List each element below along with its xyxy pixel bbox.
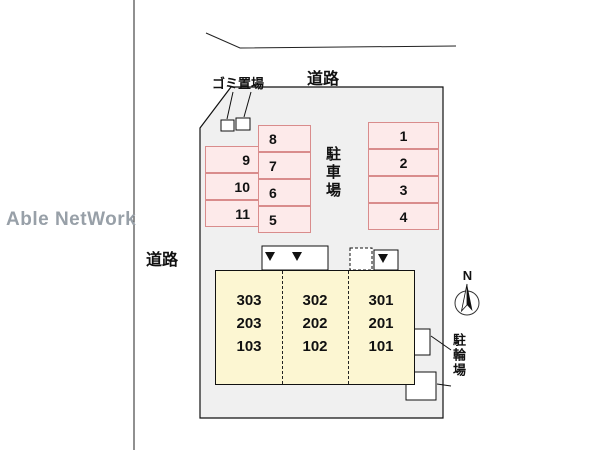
parking-spot-11: 11 [205, 200, 259, 227]
entrance-dashed-box [349, 247, 373, 271]
room-number: 303 [236, 292, 262, 309]
room-number: 201 [368, 315, 394, 332]
parking-lot-label: 駐車場 [324, 146, 341, 200]
room-number: 203 [236, 315, 262, 332]
north-label: N [462, 268, 473, 283]
road-label-top: 道路 [307, 71, 340, 88]
unit-divider-1 [282, 271, 283, 384]
top-road-line [205, 32, 457, 49]
bicycle-parking-label: 駐輪場 [451, 333, 466, 378]
compass-needle-dark [467, 284, 473, 311]
bicycle-pointer-line-1 [430, 335, 452, 351]
parking-spot-2: 2 [368, 149, 439, 176]
room-number: 101 [368, 338, 394, 355]
building-unit-2: 302 202 102 [282, 293, 348, 355]
garbage-area-label: ゴミ置場 [212, 76, 265, 91]
parking-spot-5: 5 [258, 206, 311, 233]
entrance-porch [261, 245, 329, 271]
room-number: 301 [368, 292, 394, 309]
entrance-arrow-1 [265, 252, 275, 261]
garbage-pointer-line-2 [243, 91, 252, 118]
building: 303 203 103 302 202 102 301 201 101 [215, 270, 415, 385]
garbage-pointer-line-1 [226, 91, 234, 120]
bicycle-pointer-line-2 [436, 383, 452, 387]
parking-spot-6: 6 [258, 179, 311, 206]
parking-spot-4: 4 [368, 203, 439, 230]
unit-divider-2 [348, 271, 349, 384]
parking-spot-7: 7 [258, 152, 311, 179]
watermark: Able NetWork [6, 209, 137, 230]
parking-spot-8: 8 [258, 125, 311, 152]
parking-spot-1: 1 [368, 122, 439, 149]
parking-spot-3: 3 [368, 176, 439, 203]
room-number: 202 [302, 315, 328, 332]
garbage-box-1 [220, 119, 235, 132]
parking-spot-10: 10 [205, 173, 259, 200]
compass-needle-light [460, 283, 468, 313]
garbage-box-2 [235, 117, 251, 131]
road-label-left: 道路 [146, 252, 179, 269]
entrance-arrow-2 [292, 252, 302, 261]
entrance-box [373, 249, 399, 271]
parking-spot-9: 9 [205, 146, 259, 173]
room-number: 103 [236, 338, 262, 355]
room-number: 102 [302, 338, 328, 355]
building-unit-1: 303 203 103 [216, 293, 282, 355]
building-unit-3: 301 201 101 [348, 293, 414, 355]
room-number: 302 [302, 292, 328, 309]
entrance-arrow-3 [378, 254, 388, 263]
